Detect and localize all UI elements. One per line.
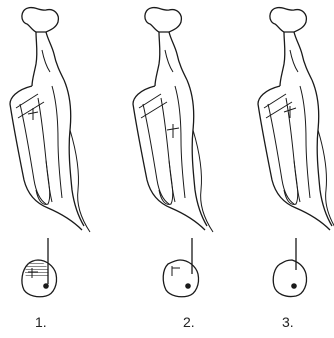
cross-section-3: [273, 238, 306, 297]
bone-long-view-1: [10, 8, 90, 232]
panel-label-2: 2.: [183, 314, 195, 330]
panel-label-1: 1.: [35, 314, 47, 330]
panel-label-3: 3.: [282, 314, 294, 330]
cross-section-2: [163, 238, 198, 297]
cross-section-1: [22, 238, 57, 297]
bone-long-view-3: [258, 8, 334, 232]
bone-long-view-2: [133, 8, 213, 232]
